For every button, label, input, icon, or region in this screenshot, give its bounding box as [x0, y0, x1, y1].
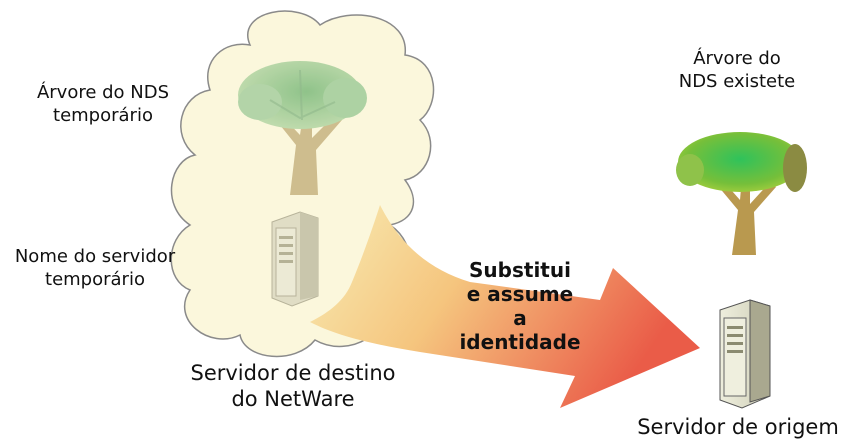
tree-icon — [238, 61, 367, 195]
replace-identity-arrow — [310, 205, 700, 408]
arrow-caption: Substitui e assume a identidade — [459, 258, 581, 354]
server-tower-icon — [719, 299, 771, 409]
temporary-tree-label: Árvore do NDS temporário — [36, 82, 170, 126]
server-tower-icon — [271, 211, 319, 307]
temporary-server-label: Nome do servidor temporário — [14, 246, 176, 290]
destination-server-label: Servidor de destino do NetWare — [190, 361, 396, 412]
existing-tree-label: Árvore do NDS existete — [678, 48, 796, 92]
tree-icon — [676, 132, 807, 255]
origin-server-label: Servidor de origem — [637, 415, 839, 439]
